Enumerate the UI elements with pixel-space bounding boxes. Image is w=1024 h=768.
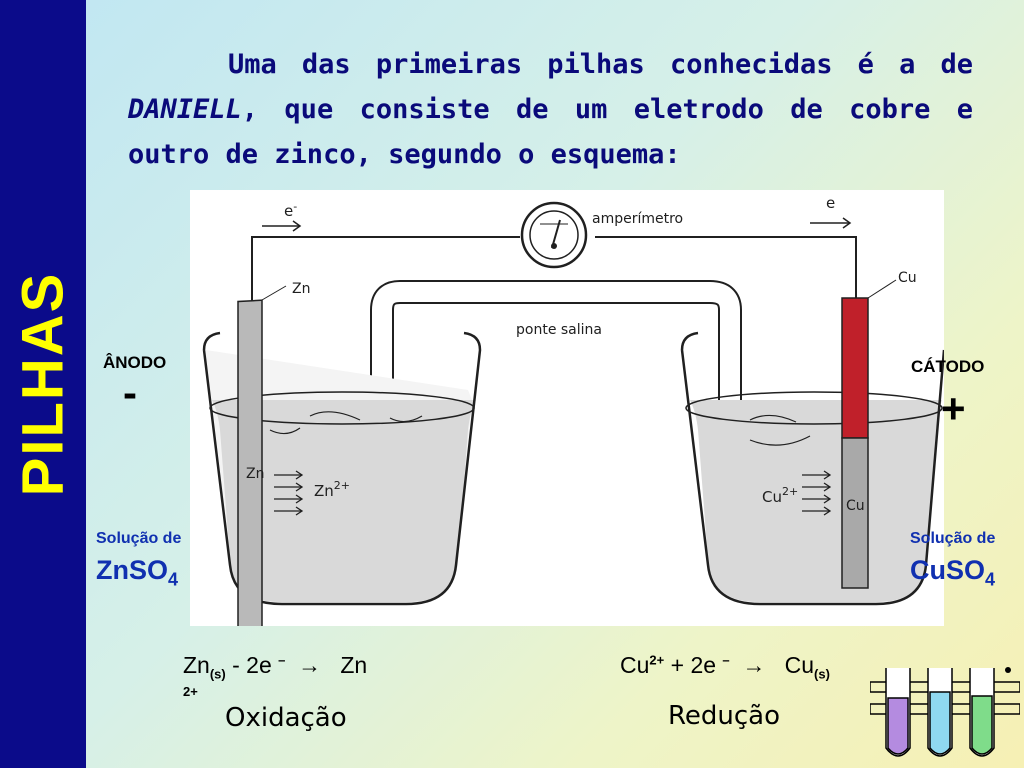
zinc-electrode <box>237 299 263 626</box>
intro-daniell: DANIELL <box>128 94 242 125</box>
cathode-solution-formula: CuSO4 <box>910 555 996 590</box>
salt-bridge-label: ponte salina <box>516 322 602 338</box>
sidebar-title: PILHAS <box>10 271 76 497</box>
electron-right-label: e <box>826 194 835 212</box>
ammeter-label: amperímetro <box>592 211 683 227</box>
test-tubes-icon <box>870 667 1020 757</box>
electron-arrow-right <box>810 217 852 229</box>
anode-sign: - <box>123 369 137 416</box>
ammeter-icon <box>520 201 588 269</box>
cu-rod-label: Cu <box>846 498 865 514</box>
cathode-sign: + <box>941 385 966 432</box>
intro-text-part1: Uma das primeiras pilhas conhecidas é a … <box>228 49 973 80</box>
electron-left-label: e- <box>284 200 297 220</box>
intro-paragraph: Uma das primeiras pilhas conhecidas é a … <box>128 42 973 177</box>
zn-rod-label: Zn <box>246 466 264 482</box>
anode-solution-caption: Solução de <box>96 530 182 547</box>
reduction-equation: Cu2+ + 2e – → Cu(s) <box>620 652 830 682</box>
daniell-cell-diagram: e- e amperímetro ponte salina Zn <box>190 190 944 626</box>
zn-ion-label: Zn2+ <box>314 479 350 500</box>
left-beaker <box>202 331 482 606</box>
zn-ion-arrows <box>274 470 304 516</box>
external-wire-right <box>595 236 857 308</box>
cu-ion-label: Cu2+ <box>762 485 798 506</box>
sidebar: PILHAS <box>0 0 86 768</box>
zn-electrode-label: Zn <box>292 281 310 297</box>
oxidation-product-charge: 2+ <box>183 684 198 699</box>
oxidation-label: Oxidação <box>225 703 347 733</box>
anode-solution-formula: ZnSO4 <box>96 555 179 590</box>
cu-electrode-label: Cu <box>898 270 917 286</box>
oxidation-equation: Zn(s) - 2e – → Zn <box>183 652 368 682</box>
external-wire <box>251 236 520 305</box>
cu-ion-arrows <box>802 470 832 516</box>
cathode-solution-caption: Solução de <box>910 530 996 547</box>
right-beaker <box>680 331 944 606</box>
intro-text-part2: , que consiste de um eletrodo de cobre e… <box>128 94 973 170</box>
electron-arrow-left <box>262 220 302 232</box>
anode-title: ÂNODO <box>103 353 167 372</box>
cathode-title: CÁTODO <box>911 357 985 376</box>
copper-electrode <box>841 297 869 439</box>
reduction-label: Redução <box>668 701 781 731</box>
